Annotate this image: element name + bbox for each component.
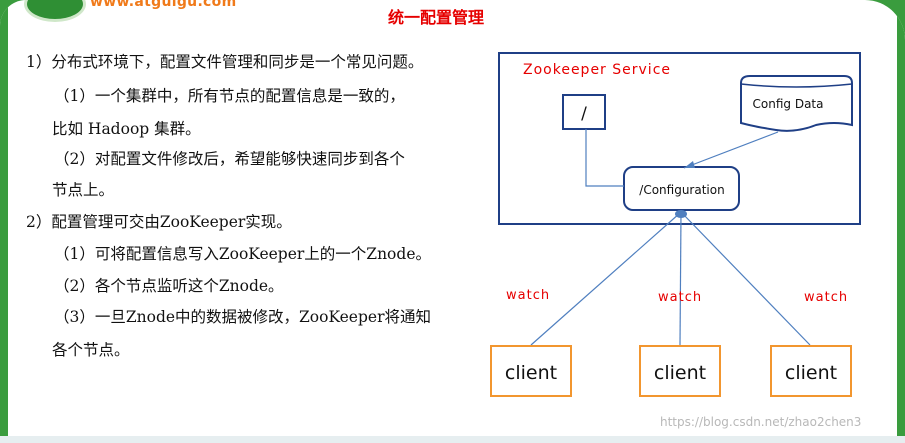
config-data-arrow <box>683 131 779 169</box>
text-line-7: （1）可将配置信息写入ZooKeeper上的一个Znode。 <box>54 245 431 263</box>
bottom-shadow <box>0 436 905 443</box>
config-data-arrowhead <box>684 161 695 168</box>
watch-label-2: watch <box>658 290 702 305</box>
watch-line-3 <box>681 212 811 346</box>
client-box-2 <box>639 345 721 397</box>
text-line-9: （3）一旦Znode中的数据被修改，ZooKeeper将通知 <box>54 308 431 326</box>
watch-line-1 <box>530 212 681 346</box>
configuration-znode-box <box>623 166 740 211</box>
config-data-document-fold <box>740 83 853 88</box>
text-line-1: 1）分布式环境下，配置文件管理和同步是一个常见问题。 <box>26 53 424 71</box>
watch-label-1: watch <box>506 288 550 303</box>
text-line-3: 比如 Hadoop 集群。 <box>52 120 201 138</box>
text-line-10: 各个节点。 <box>52 341 130 359</box>
text-line-2: （1）一个集群中，所有节点的配置信息是一致的， <box>54 87 405 105</box>
zookeeper-service-label: Zookeeper Service <box>523 62 671 78</box>
client-box-1 <box>490 345 572 397</box>
left-accent-bar <box>0 0 8 443</box>
root-to-configuration-connector <box>585 129 624 187</box>
root-znode-box <box>562 94 606 130</box>
watermark: https://blog.csdn.net/zhao2chen3 <box>660 415 862 429</box>
client-label-3: client <box>785 362 837 384</box>
client-label-1: client <box>505 362 557 384</box>
text-line-4: （2）对配置文件修改后，希望能够快速同步到各个 <box>54 150 405 168</box>
text-line-6: 2）配置管理可交由ZooKeeper实现。 <box>26 213 292 231</box>
logo-text: www.atguigu.com <box>90 0 237 10</box>
config-data-label: Config Data <box>753 97 824 111</box>
configuration-znode-label: /Configuration <box>639 183 724 197</box>
right-accent-bar <box>897 0 905 443</box>
text-line-5: 节点上。 <box>52 181 115 199</box>
watch-line-2 <box>679 212 682 346</box>
client-box-3 <box>770 345 852 397</box>
config-data-document-icon <box>740 75 853 132</box>
zookeeper-service-box <box>498 52 861 225</box>
watch-arrowhead <box>675 210 687 218</box>
watch-label-3: watch <box>804 290 848 305</box>
client-label-2: client <box>654 362 706 384</box>
root-znode-label: / <box>581 104 587 124</box>
text-line-8: （2）各个节点监听这个Znode。 <box>54 277 284 295</box>
slide-title: 统一配置管理 <box>388 8 485 27</box>
